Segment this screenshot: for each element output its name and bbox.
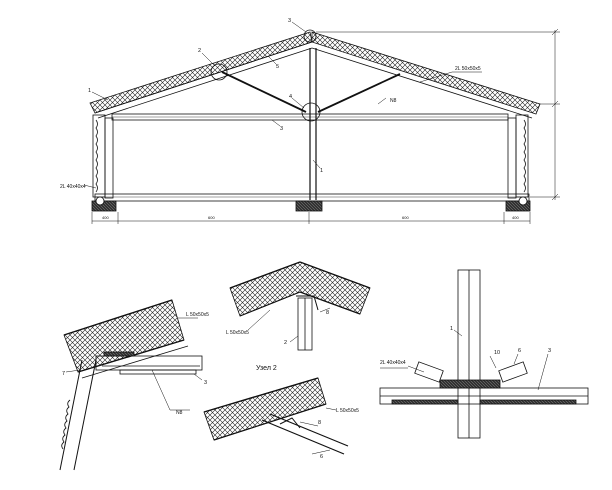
callout-6-right: 6	[518, 348, 521, 354]
callout-3b: 3	[280, 126, 283, 132]
callout-3c: 3	[204, 380, 207, 386]
callout-10-right: 10	[494, 350, 500, 356]
callout-4: 4	[289, 94, 292, 100]
callout-1-right: 1	[450, 326, 453, 332]
dim-4: 400	[512, 215, 519, 220]
elevation-view	[83, 21, 560, 224]
callout-5: 5	[276, 64, 279, 70]
label-l50-node2: L 50x50x5	[226, 330, 249, 336]
dim-2: 600	[208, 215, 215, 220]
label-n8-left: N8	[176, 410, 183, 416]
dimension-bottom	[91, 212, 531, 224]
node-right	[379, 269, 589, 439]
label-n8-top: N8	[390, 98, 397, 104]
label-l50-left: L 50x50x5	[186, 312, 209, 318]
callout-7: 7	[62, 371, 65, 377]
dim-1: 400	[102, 215, 109, 220]
node-2	[229, 261, 371, 351]
floor-beam	[91, 193, 531, 212]
callout-1b: 1	[320, 168, 323, 174]
strut-left	[221, 71, 307, 113]
callout-2-node2: 2	[284, 340, 287, 346]
callout-1: 1	[88, 88, 91, 94]
detail-circle-top	[303, 29, 317, 43]
dim-3: 600	[402, 215, 409, 220]
label-2l40-top: 2L 40x40x4	[60, 184, 86, 190]
label-l50-bottom: L 50x50x5	[336, 408, 359, 414]
callout-2: 2	[198, 48, 201, 54]
left-wall	[92, 114, 114, 199]
roof-left	[89, 31, 313, 119]
label-2l40-right: 2L 40x40x4	[380, 360, 406, 366]
node-left	[59, 299, 203, 471]
roof-right	[311, 31, 541, 119]
callout-3-right: 3	[548, 348, 551, 354]
detail-circle-3	[210, 63, 228, 81]
node-2-title: Узел 2	[256, 365, 277, 372]
leaders-top	[83, 21, 482, 189]
node-bottom	[203, 377, 349, 455]
right-wall	[507, 114, 529, 199]
callout-6-bottom: 6	[320, 454, 323, 460]
callout-8-node2: 8	[326, 310, 329, 316]
callout-8-bottom: 8	[318, 420, 321, 426]
strut-right	[317, 73, 401, 113]
dimension-right	[316, 28, 560, 201]
detail-circle-4	[301, 102, 321, 122]
callout-3: 3	[288, 18, 291, 24]
label-2l50-top: 2L 50x50x5	[455, 66, 481, 72]
